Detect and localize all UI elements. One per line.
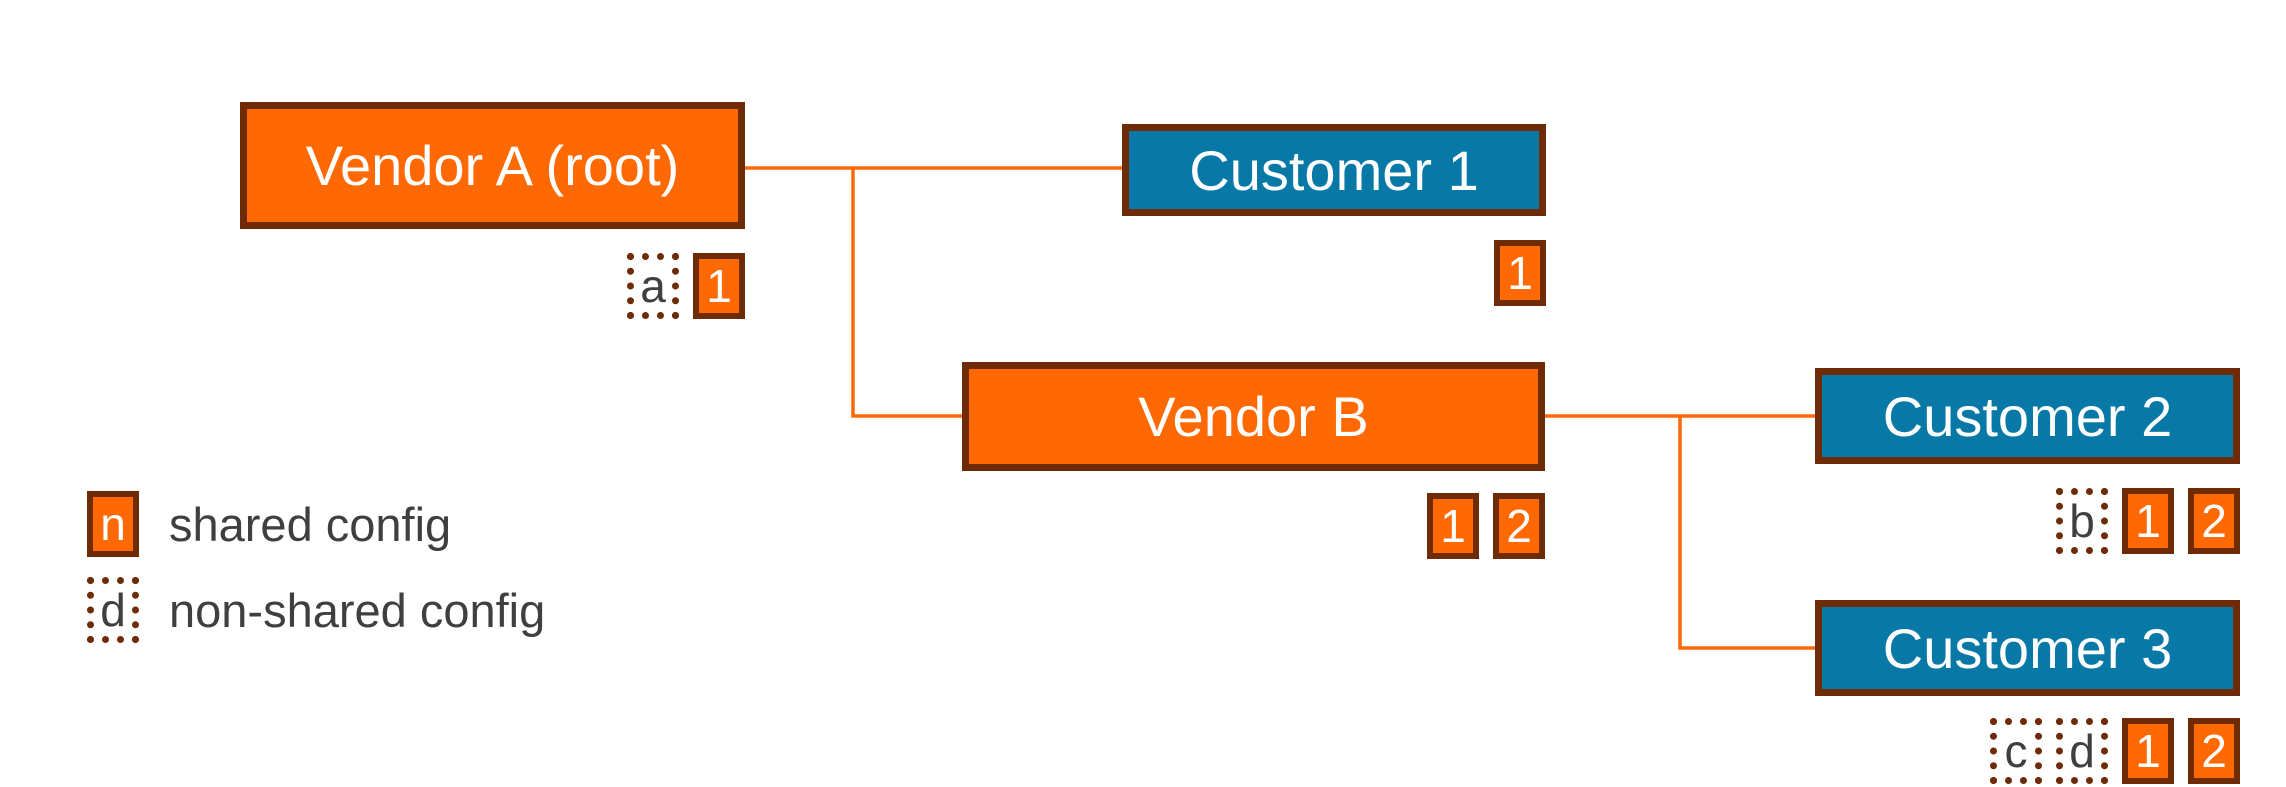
- node-vendor-a-label: Vendor A (root): [305, 134, 680, 197]
- non-shared-config-badge: c: [1990, 718, 2042, 784]
- node-vendor-a: Vendor A (root): [240, 102, 745, 229]
- legend-row-shared-config: n shared config: [87, 491, 545, 557]
- non-shared-config-badge: a: [627, 253, 679, 319]
- shared-config-badge: 2: [2188, 718, 2240, 784]
- node-customer-3: Customer 3: [1815, 600, 2240, 696]
- node-customer-2: Customer 2: [1815, 368, 2240, 464]
- config-badges-customer-1: 1: [1494, 240, 1546, 306]
- shared-config-badge: 2: [2188, 488, 2240, 554]
- node-vendor-b-label: Vendor B: [1138, 385, 1369, 448]
- config-badges-customer-3: c d 1 2: [1990, 718, 2240, 784]
- shared-config-badge: 2: [1493, 493, 1545, 559]
- legend-row-non-shared-config: d non-shared config: [87, 577, 545, 643]
- node-customer-1-label: Customer 1: [1189, 138, 1479, 202]
- non-shared-config-symbol: d: [87, 577, 139, 643]
- legend-label-non-shared-config: non-shared config: [169, 583, 546, 637]
- legend: n shared config d non-shared config: [87, 491, 545, 663]
- config-badges-customer-2: b 1 2: [2056, 488, 2240, 554]
- non-shared-config-badge: d: [2056, 718, 2108, 784]
- shared-config-badge: 1: [1427, 493, 1479, 559]
- legend-label-shared-config: shared config: [169, 497, 452, 551]
- node-customer-1: Customer 1: [1122, 124, 1546, 216]
- config-badges-vendor-a: a 1: [627, 253, 745, 319]
- shared-config-badge: 1: [2122, 718, 2174, 784]
- node-customer-3-label: Customer 3: [1882, 616, 2173, 680]
- shared-config-badge: 1: [1494, 240, 1546, 306]
- shared-config-badge: 1: [693, 253, 745, 319]
- shared-config-symbol: n: [87, 491, 139, 557]
- config-badges-vendor-b: 1 2: [1427, 493, 1545, 559]
- node-customer-2-label: Customer 2: [1882, 384, 2173, 448]
- connector-vendor-a-to-vendor-b: [851, 168, 962, 418]
- non-shared-config-badge: b: [2056, 488, 2108, 554]
- connector-vendor-b-to-customer-3: [1678, 416, 1815, 650]
- node-vendor-b: Vendor B: [962, 362, 1545, 471]
- shared-config-badge: 1: [2122, 488, 2174, 554]
